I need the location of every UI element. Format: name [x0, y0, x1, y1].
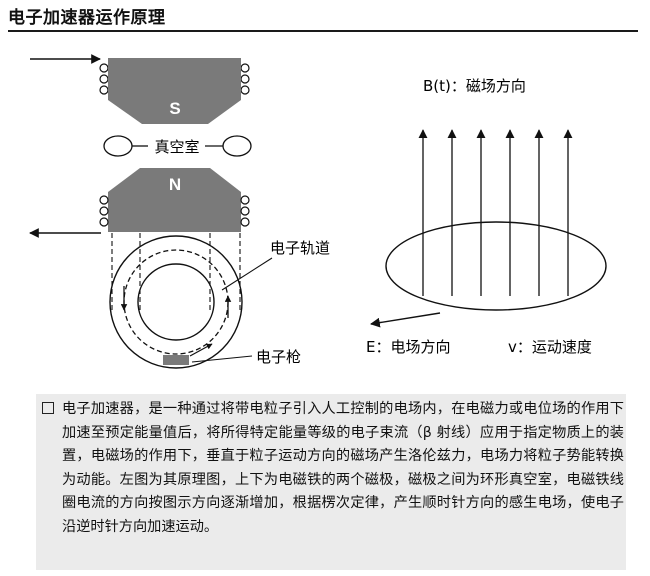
south-magnet-pole — [108, 58, 241, 124]
page-title: 电子加速器运作原理 — [8, 8, 166, 28]
gun-injection-arrow — [189, 343, 213, 357]
vacuum-chamber-label: 真空室 — [154, 138, 199, 156]
vacuum-chamber-section — [103, 135, 252, 157]
electron-gun-label: 电子枪 — [256, 348, 301, 366]
north-pole-label: N — [169, 175, 181, 194]
electric-field-arrow — [370, 312, 441, 328]
induced-field-loop — [385, 221, 607, 311]
orbit-label-leader — [221, 257, 273, 291]
electric-field-label: E：电场方向 — [366, 338, 450, 356]
north-magnet-pole — [108, 168, 241, 232]
lower-coil — [99, 195, 250, 227]
velocity-label: v：运动速度 — [508, 338, 592, 356]
magnetic-field-label: B(t)：磁场方向 — [423, 77, 526, 95]
electron-orbit-label: 电子轨道 — [270, 239, 330, 257]
title-underline — [8, 30, 638, 32]
ring-chamber-outer — [109, 235, 243, 369]
gun-label-leader — [191, 355, 253, 363]
bullet-checkbox-icon — [42, 402, 54, 414]
accelerator-diagram: S 真空室 N 电子轨道 电子枪 B(t)：磁场方向 — [29, 54, 607, 369]
electron-gun — [163, 355, 189, 365]
ring-chamber-inner — [137, 263, 215, 341]
projection-lines — [111, 233, 241, 310]
description-text: 电子加速器，是一种通过将带电粒子引入人工控制的电场内，在电磁力或电位场的作用下加… — [62, 401, 624, 535]
magnetic-field-arrows — [418, 129, 573, 296]
south-pole-label: S — [169, 99, 180, 118]
description-panel: 电子加速器，是一种通过将带电粒子引入人工控制的电场内，在电磁力或电位场的作用下加… — [36, 394, 626, 570]
